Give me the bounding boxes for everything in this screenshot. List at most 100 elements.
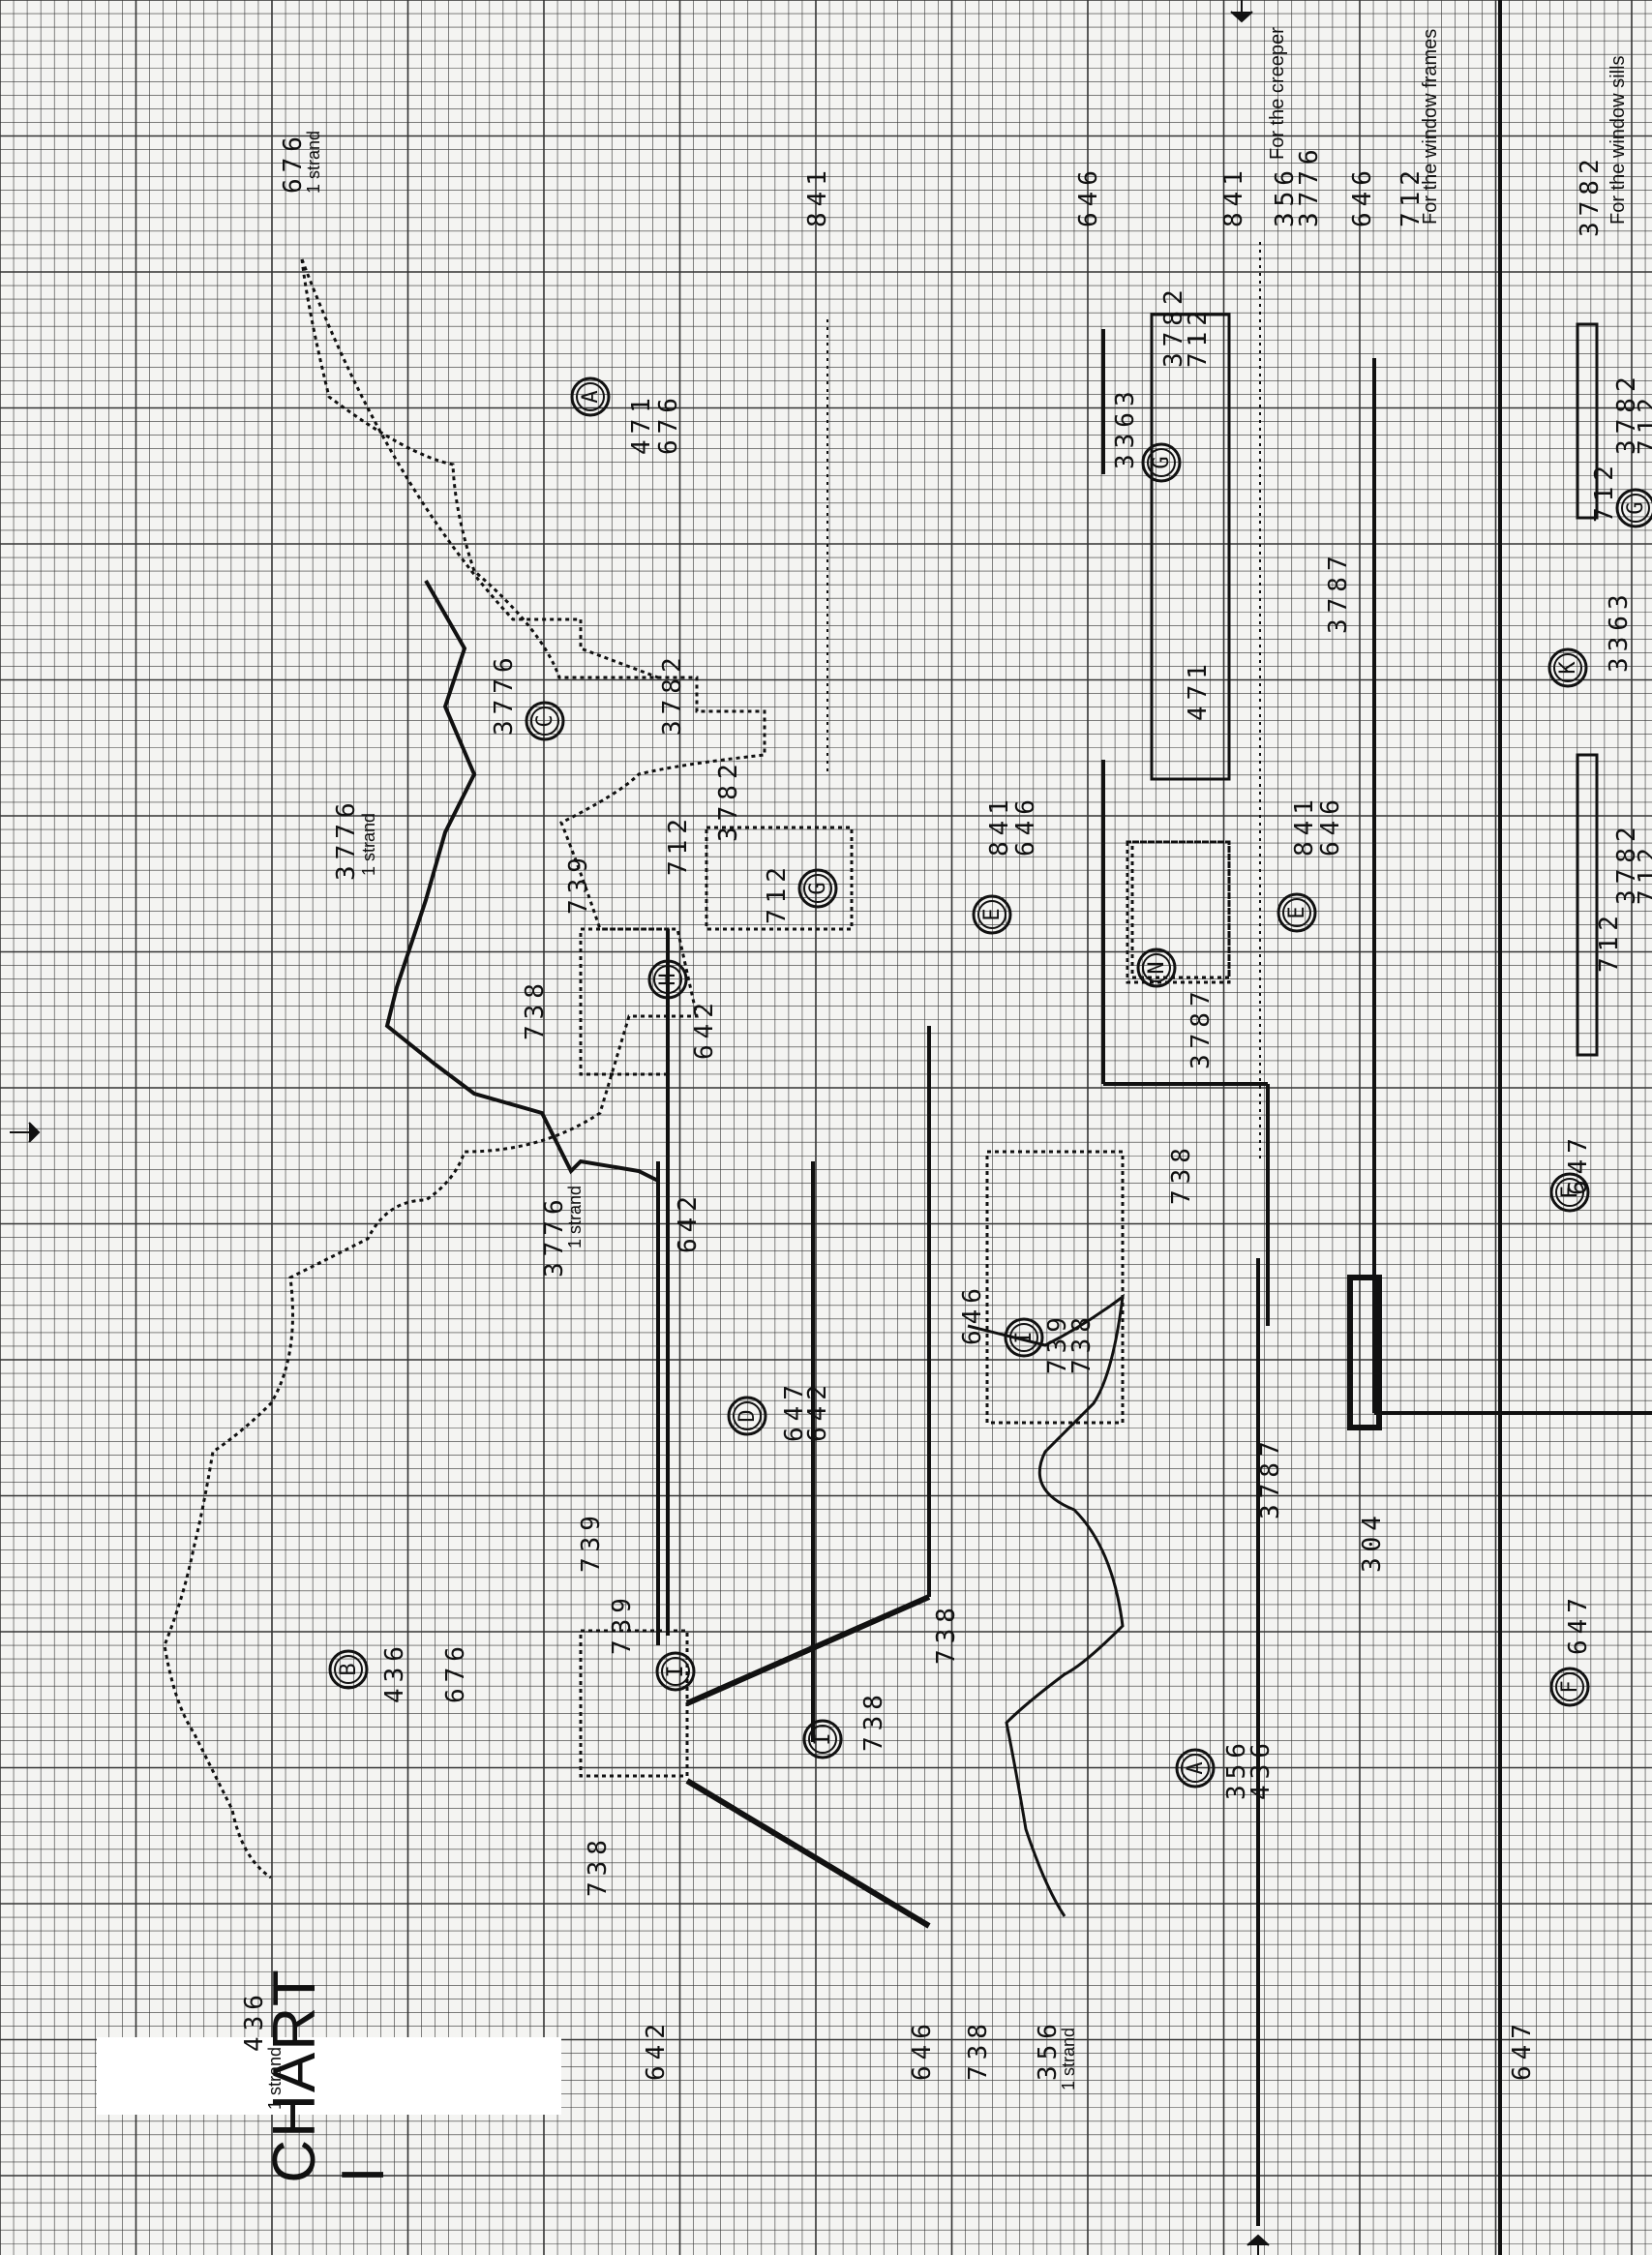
key-symbol-h: H	[646, 958, 689, 1001]
key-symbol-e-2: E	[1276, 891, 1318, 934]
label-k3-3363: 3363	[1605, 588, 1634, 673]
box-i-lower	[579, 1629, 689, 1778]
label-c-3776: 3776	[490, 651, 519, 736]
window-frame-lower	[1130, 840, 1231, 979]
key-symbol-a-2: A	[1174, 1747, 1216, 1789]
box-g	[705, 826, 854, 931]
label-e1-646: 646	[1011, 794, 1040, 857]
label-arrow-642-b: 642	[674, 1190, 703, 1253]
label-arrow-712: 712	[664, 813, 693, 876]
label-arrow-642-a: 642	[690, 997, 719, 1060]
label-a2-436: 436	[1247, 1737, 1276, 1800]
label-f1-647: 647	[1564, 1132, 1593, 1195]
key-symbol-e: E	[971, 893, 1013, 936]
window-sill-a	[1576, 322, 1599, 520]
chart-outlines	[163, 0, 1652, 2255]
label-arrow-3782: 3782	[658, 651, 687, 736]
strand-note-1: 1 strand	[304, 130, 323, 194]
label-e2-841: 841	[1290, 794, 1319, 857]
label-e1-841: 841	[985, 794, 1014, 857]
strand-note-2: 1 strand	[359, 812, 378, 876]
key-symbol-g: G	[1140, 441, 1183, 484]
label-bot-647: 647	[1508, 2018, 1537, 2081]
center-markers	[10, 0, 1270, 2255]
label-646: 646	[1074, 165, 1103, 227]
label-arrow-3776-a: 3776	[332, 797, 361, 881]
label-arrow-738-c: 738	[932, 1602, 961, 1665]
label-i-738: 738	[859, 1689, 888, 1752]
label-k1-712: 712	[1590, 460, 1619, 523]
label-box-471: 471	[1184, 658, 1213, 721]
label-gbox-712: 712	[763, 861, 792, 924]
strand-note-4: 1 strand	[265, 2046, 285, 2110]
label-box-739: 739	[608, 1592, 637, 1655]
key-symbol-n: N	[1135, 947, 1178, 989]
key-symbol-i-3: I	[801, 1718, 844, 1760]
key-symbol-d: D	[726, 1395, 768, 1437]
label-841: 841	[803, 165, 832, 227]
label-arrow-3776-b: 3776	[540, 1193, 569, 1278]
label-bot-436: 436	[240, 1989, 269, 2052]
label-box-3787: 3787	[1186, 985, 1216, 1069]
label-arrow-739-b: 739	[577, 1510, 606, 1573]
label-d-642: 642	[803, 1379, 832, 1442]
door	[1347, 1275, 1382, 1430]
box-n	[1126, 840, 1231, 984]
label-arrow-3787-a: 3787	[1324, 550, 1353, 634]
label-arrow-738-a: 738	[521, 977, 550, 1040]
label-bot-642: 642	[642, 2018, 671, 2081]
key-symbol-i-2: I	[654, 1650, 697, 1693]
label-a-676: 676	[654, 392, 683, 455]
key-symbol-f: F	[1548, 1171, 1591, 1214]
label-arrow-739-a: 739	[564, 852, 593, 915]
label-bot-738: 738	[964, 2018, 993, 2081]
window-frame-upper	[1150, 313, 1231, 781]
box-h	[985, 1150, 1125, 1425]
label-b-676: 676	[441, 1640, 470, 1703]
label-712: 712	[1397, 165, 1426, 227]
guide-dotted	[826, 242, 1261, 1161]
strand-note-5: 1 strand	[1059, 2027, 1078, 2090]
label-bot-356: 356	[1034, 2018, 1063, 2081]
label-h-738: 738	[1067, 1311, 1096, 1374]
label-arrow-738-b: 738	[1167, 1142, 1196, 1205]
label-arrow-3787-c: 3787	[1256, 1435, 1285, 1519]
label-g1-712: 712	[1184, 305, 1213, 368]
key-symbol-b: B	[327, 1648, 370, 1691]
key-symbol-f-2: F	[1548, 1666, 1591, 1708]
foliage-outline	[163, 258, 766, 1879]
label-f2-647: 647	[1564, 1592, 1593, 1655]
key-symbol-k: K	[1547, 646, 1589, 689]
tree-outline	[384, 580, 659, 1183]
label-gbox-3782: 3782	[714, 758, 743, 842]
key-symbol-a: A	[569, 376, 612, 418]
key-symbol-i: I	[1003, 1316, 1045, 1359]
house-wall	[927, 329, 1652, 1597]
window-sill-b	[1576, 753, 1599, 1057]
label-k2-712: 712	[1595, 910, 1624, 973]
label-3782: 3782	[1576, 153, 1605, 237]
garden-path	[967, 1293, 1125, 1917]
label-k1-712-b: 712	[1634, 392, 1652, 455]
label-arrow-738-d: 738	[584, 1834, 613, 1897]
note-window-sills: For the window sills	[1607, 55, 1629, 225]
label-arrow-304: 304	[1358, 1510, 1387, 1573]
label-a-471: 471	[627, 392, 656, 455]
label-arrow-3363: 3363	[1111, 385, 1140, 469]
interior-vertical	[666, 0, 1502, 2255]
label-646-b: 646	[1348, 165, 1377, 227]
label-b-436: 436	[380, 1640, 409, 1703]
key-symbol-g-3: G	[1614, 487, 1652, 529]
label-k2-712-b: 712	[1634, 842, 1652, 905]
path-line	[656, 1161, 660, 1645]
label-bot-646: 646	[908, 2018, 937, 2081]
label-3776: 3776	[1295, 143, 1324, 227]
label-676: 676	[279, 131, 308, 194]
key-symbol-c: C	[524, 700, 566, 742]
foliage-outline-upper	[300, 258, 659, 679]
box-i-upper	[579, 927, 670, 1076]
note-creeper: For the creeper	[1267, 27, 1288, 160]
label-box-646: 646	[958, 1282, 987, 1345]
